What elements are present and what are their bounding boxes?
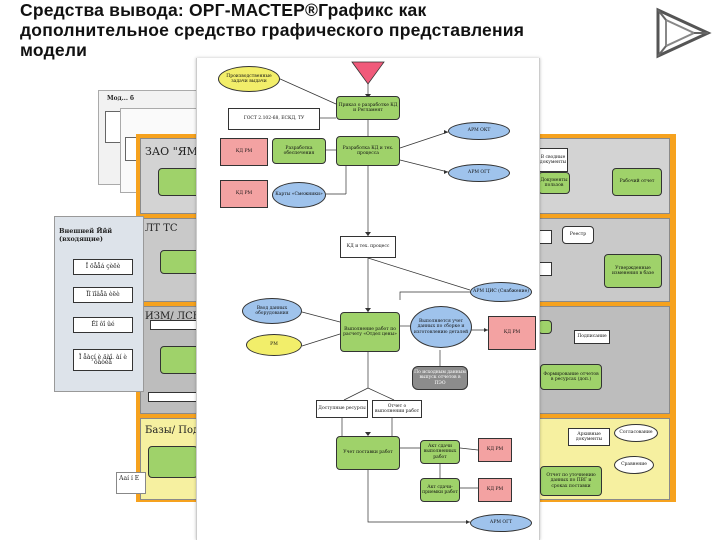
slide-title: Средства вывода: ОРГ-МАСТЕР®Графикс как … <box>20 0 660 60</box>
flow-fork1: Доступные ресурсы <box>316 400 368 418</box>
flow-dark-box: По исходным данным выпуск отчетов в ПЭО <box>412 366 468 390</box>
flow-check: Выполнение работ по расчету «Отдел цены» <box>340 312 400 352</box>
flow-p1: Приказ о разработке КД и Регламент <box>336 96 400 120</box>
left-panel: Внешней Ййй (входящие) Ï öååá çèëè Ïî ïî… <box>54 216 144 392</box>
right-node-2: Документы пользов <box>538 172 570 194</box>
flow-kd4: КД РМ <box>478 438 512 462</box>
right-node-8: Архивные документы <box>568 428 610 446</box>
flow-merge: Учет поставки работ <box>336 436 400 470</box>
flow-out2: Акт сдачи-приемки работ <box>420 478 460 502</box>
right-node-10: Сравнение <box>614 456 654 474</box>
flow-kd-proc: КД и тех. процесс <box>340 236 396 258</box>
flow-p2: Разработка КД и тех. процесса <box>336 136 400 166</box>
right-node-9: Согласование <box>614 424 658 442</box>
flow-arm-end: АРМ ОГТ <box>470 514 532 532</box>
flow-p3: Разработка обеспечения <box>272 138 326 164</box>
aau-box: Ааí í Ê <box>116 472 146 494</box>
flow-rm: РМ <box>246 334 302 356</box>
flow-arm2: АРМ ОГТ <box>448 164 510 182</box>
flow-decision: Выполняется учет данных по сборке и изго… <box>410 306 472 348</box>
right-node-3: Рабочий отчет <box>612 168 662 196</box>
right-node-4: Реестр <box>562 226 594 244</box>
start-oval: Производственные задачи выдачи <box>218 66 280 92</box>
spec-box: ГОСТ 2.102-68, ЕСКД, ТУ <box>228 108 320 130</box>
flow-kd2: КД РМ <box>220 180 268 208</box>
right-node-5: Утвержденные изменения в базе <box>604 254 662 288</box>
right-node-11: Отчет по уточнению данных по ПВГ и срока… <box>540 466 602 496</box>
izm-label: ИЗМ/ ЛСВП <box>145 311 209 322</box>
flow-arm1: АРМ ОКТ <box>448 122 510 140</box>
left-item-4: Ï åàçí è äàî. àí è ôàòéå <box>73 349 133 371</box>
baza-label: Базы/ Подри <box>145 425 213 436</box>
title-line-1: Средства вывода: ОРГ-МАСТЕР®Графикс как <box>20 0 427 20</box>
flow-kd5: КД РМ <box>478 478 512 502</box>
flow-kd3: КД РМ <box>488 316 536 350</box>
right-node-6: Подписание <box>574 330 610 344</box>
title-line-3: модели <box>20 40 88 60</box>
flow-out1: Акт сдачи выполненных работ <box>420 440 460 464</box>
zao-label: ЗАО "ЯМБ <box>145 145 206 158</box>
flow-arm-cts: АРМ ЦИС (Снабжение) <box>470 282 532 302</box>
lt-label: ЛТ ТС <box>145 223 178 234</box>
logo-triangle-icon <box>656 7 712 59</box>
left-item-3: Êî ôî ûé <box>73 317 133 333</box>
zao-green-node <box>158 168 200 196</box>
lt-green-node <box>160 250 200 274</box>
aau-label: Ааí í Ê <box>119 475 140 482</box>
left-item-2: Ïî ïîâåä èëè <box>73 287 133 303</box>
start-triangle-icon <box>351 61 385 85</box>
right-node-7: Формирование отчетов в ресурсах (доп.) <box>540 364 602 390</box>
flow-kd1: КД РМ <box>220 138 268 166</box>
title-line-2: дополнительное средство графического пре… <box>20 20 525 40</box>
flow-need-eq: Ввод данных оборудования <box>242 298 302 324</box>
flow-fork2: Отчет о выполнении работ <box>372 400 422 418</box>
flow-p4: Карты «Смежники» <box>272 182 326 208</box>
left-panel-header: Внешней Ййй (входящие) <box>59 227 113 243</box>
back-sheet-header: Мод... б <box>107 95 134 102</box>
left-item-1: Ï öååá çèëè <box>73 259 133 275</box>
